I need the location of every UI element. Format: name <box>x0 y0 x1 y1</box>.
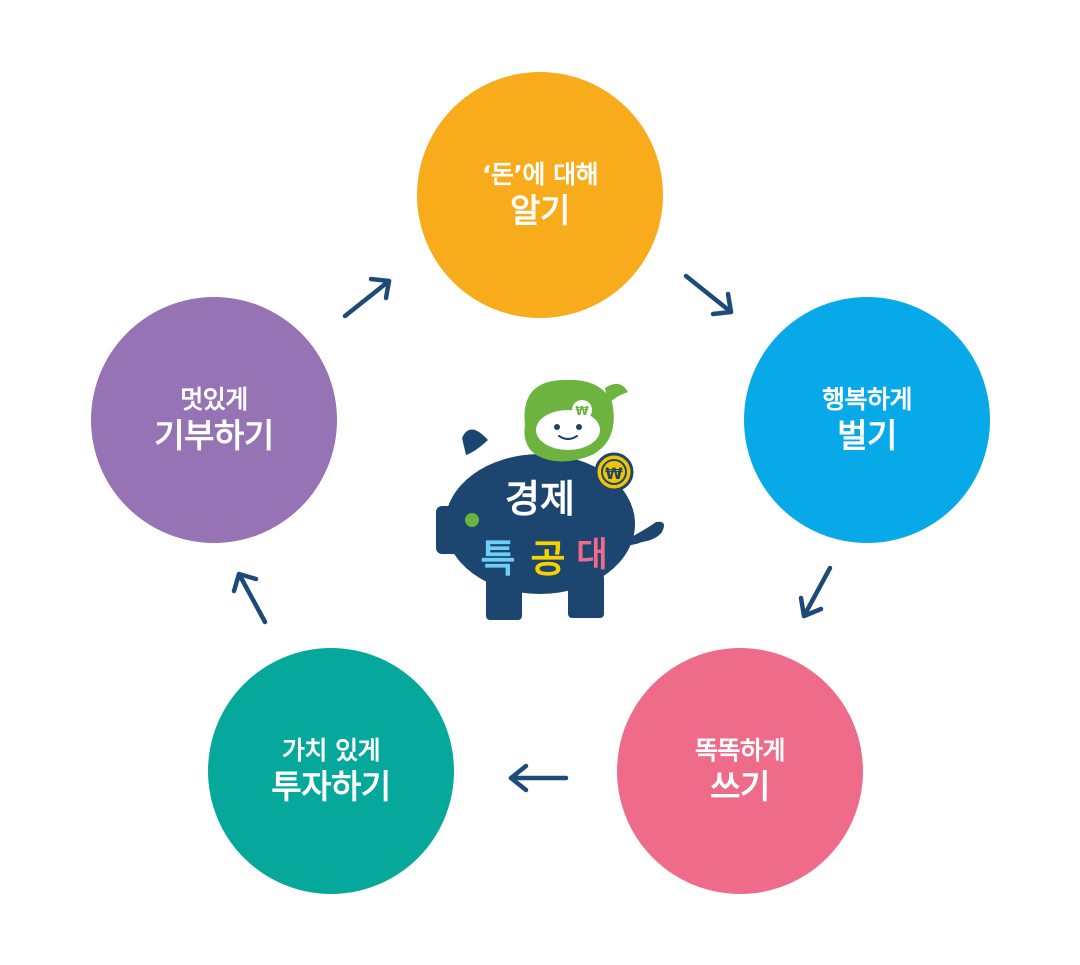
node-know-money-subtitle: ‘돈’에 대해 <box>481 159 599 189</box>
logo-title-line1: 경제 <box>505 477 575 521</box>
mascot-badge-symbol: ₩ <box>575 404 589 418</box>
node-spend-smartly-title: 쓰기 <box>710 767 770 806</box>
node-donate-coolly-title: 기부하기 <box>154 416 274 455</box>
node-know-money-title: 알기 <box>510 191 570 230</box>
node-invest-worthily: 가치 있게 투자하기 <box>208 648 454 894</box>
logo-title-char-gong: 공 <box>531 537 566 581</box>
node-spend-smartly: 똑똑하게 쓰기 <box>617 648 863 894</box>
node-donate-coolly: 멋있게 기부하기 <box>91 297 337 543</box>
logo-title-char-dae: 대 <box>576 535 607 575</box>
node-earn-happily-subtitle: 행복하게 <box>821 384 913 414</box>
node-earn-happily-title: 벌기 <box>837 416 897 455</box>
node-spend-smartly-subtitle: 똑똑하게 <box>694 735 786 765</box>
node-earn-happily: 행복하게 벌기 <box>744 297 990 543</box>
coin-icon: ₩ <box>594 452 634 492</box>
leaf-mascot-icon: ₩ <box>524 379 628 462</box>
node-donate-coolly-subtitle: 멋있게 <box>180 384 248 414</box>
coin-symbol: ₩ <box>605 464 623 483</box>
logo-title-char-teuk: 특 <box>481 537 516 581</box>
node-invest-worthily-subtitle: 가치 있게 <box>281 735 381 765</box>
node-invest-worthily-title: 투자하기 <box>271 767 391 806</box>
node-know-money: ‘돈’에 대해 알기 <box>417 72 663 318</box>
piggy-bank-icon <box>436 429 664 620</box>
